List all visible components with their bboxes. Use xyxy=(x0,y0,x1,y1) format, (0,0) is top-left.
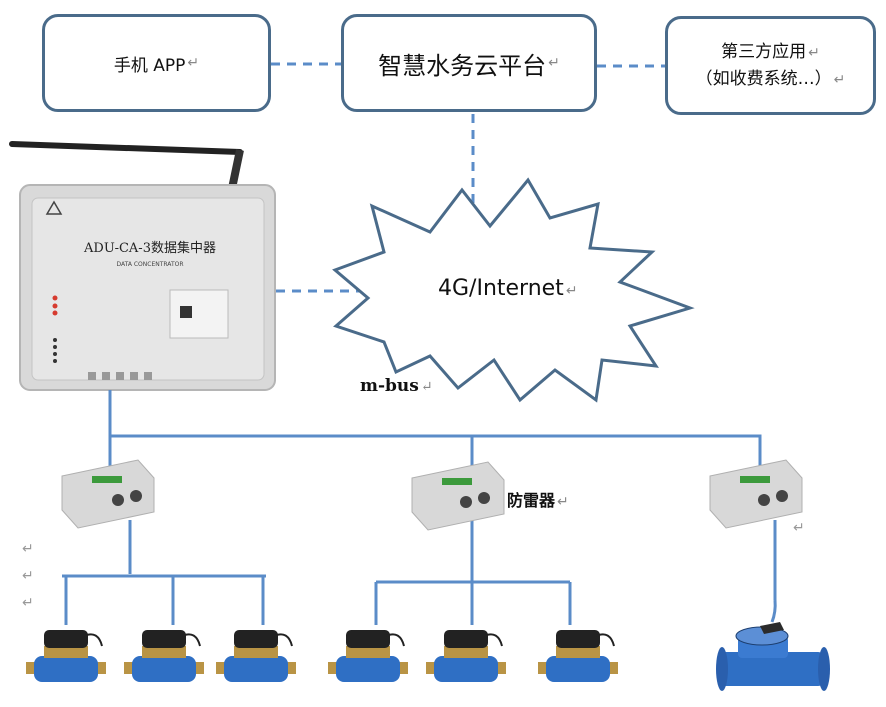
water-meter-icon xyxy=(124,630,204,682)
data-concentrator: ADU-CA-3数据集中器 DATA CONCENTRATOR xyxy=(9,141,276,391)
bus-lines xyxy=(62,390,777,625)
third-party-label: 第三方应用 xyxy=(721,41,807,62)
surge-protector xyxy=(411,461,505,531)
status-leds xyxy=(52,295,58,316)
return-mark: ↵ xyxy=(808,44,820,61)
return-mark: ↵ xyxy=(793,520,805,536)
qr-code-icon xyxy=(180,306,192,318)
internet-starburst xyxy=(332,177,695,403)
water-meter-icon xyxy=(26,630,106,682)
cloud-platform-label: 智慧水务云平台 xyxy=(378,51,547,80)
return-mark: ↵ xyxy=(22,595,34,611)
antenna-icon xyxy=(9,141,243,155)
return-mark: ↵ xyxy=(22,568,34,584)
surge-protector xyxy=(61,459,155,529)
concentrator-model: ADU-CA-3数据集中器 xyxy=(83,240,216,256)
channel-leds xyxy=(53,338,57,363)
water-meters xyxy=(26,630,618,682)
return-mark: ↵ xyxy=(833,71,846,88)
surge-protector xyxy=(709,459,803,529)
warning-icon xyxy=(45,200,63,215)
surge-protector-label: 防雷器↵ xyxy=(507,491,569,510)
mbus-label: m-bus↵ xyxy=(360,376,433,396)
return-mark: ↵ xyxy=(548,55,560,71)
water-meter-icon xyxy=(426,630,506,682)
concentrator-subtitle: DATA CONCENTRATOR xyxy=(116,261,183,268)
return-mark: ↵ xyxy=(22,541,34,557)
cloud-platform-box: 智慧水务云平台↵ xyxy=(341,14,597,112)
mobile-app-box: 手机 APP↵ xyxy=(42,14,271,112)
large-water-meter xyxy=(716,622,830,691)
terminal-block xyxy=(88,372,152,380)
internet-label: 4G/Internet↵ xyxy=(438,276,578,301)
water-meter-icon xyxy=(216,630,296,682)
mobile-app-label: 手机 APP xyxy=(113,55,186,76)
third-party-box: 第三方应用↵ （如收费系统…）↵ xyxy=(665,16,876,115)
return-mark: ↵ xyxy=(187,55,200,71)
water-meter-icon xyxy=(328,630,408,682)
concentrator-face xyxy=(31,197,265,381)
water-meter-icon xyxy=(538,630,618,682)
third-party-sublabel: （如收费系统…） xyxy=(695,68,832,89)
nameplate xyxy=(169,289,229,339)
